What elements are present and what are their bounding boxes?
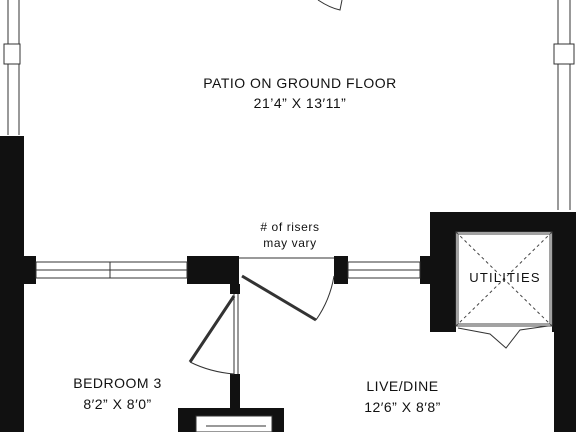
bedroom3-dims: 8′2” X 8′0” [83,396,152,412]
utilities-label: UTILITIES [469,270,541,285]
wall-right-lower [554,330,576,432]
wall-bedroom-partition [230,374,240,432]
windows [35,257,421,279]
closet-opening [195,415,273,432]
wall-pier-mid [334,256,348,284]
live-dine-dims: 12′6” X 8′8” [364,399,441,415]
patio-door-swing [315,275,335,321]
patio-railing [3,0,575,210]
utilities-box [455,231,553,327]
stair-note-line2: may vary [263,236,317,250]
bedroom-door-leaf [188,295,236,363]
stair-note-line1: # of risers [260,220,320,234]
railing-cap-left [3,43,21,65]
patio-dims: 21’4” X 13′11” [253,95,347,111]
bedroom3-label: BEDROOM 3 [73,375,162,391]
wall-pier-left [22,256,36,284]
utility-bifold [457,325,549,349]
utilities-x-2 [455,231,553,327]
walls [0,136,576,432]
doors [188,274,552,375]
bedroom-door-swing [189,361,235,375]
door-arc-top [317,0,343,11]
wall-left [0,136,24,432]
utilities-inner-border [457,233,551,325]
closet-interior [195,415,273,432]
railing-cap-right [553,43,575,65]
wall-pier-center [187,256,239,284]
patio-label: PATIO ON GROUND FLOOR [203,75,397,91]
patio-door-leaf [241,274,317,322]
wall-utilities-left [430,212,456,332]
live-dine-label: LIVE/DINE [366,378,439,394]
wall-utilities-top [430,212,576,232]
wall-door-jamb [230,284,240,294]
wall-utilities-right [552,212,576,332]
